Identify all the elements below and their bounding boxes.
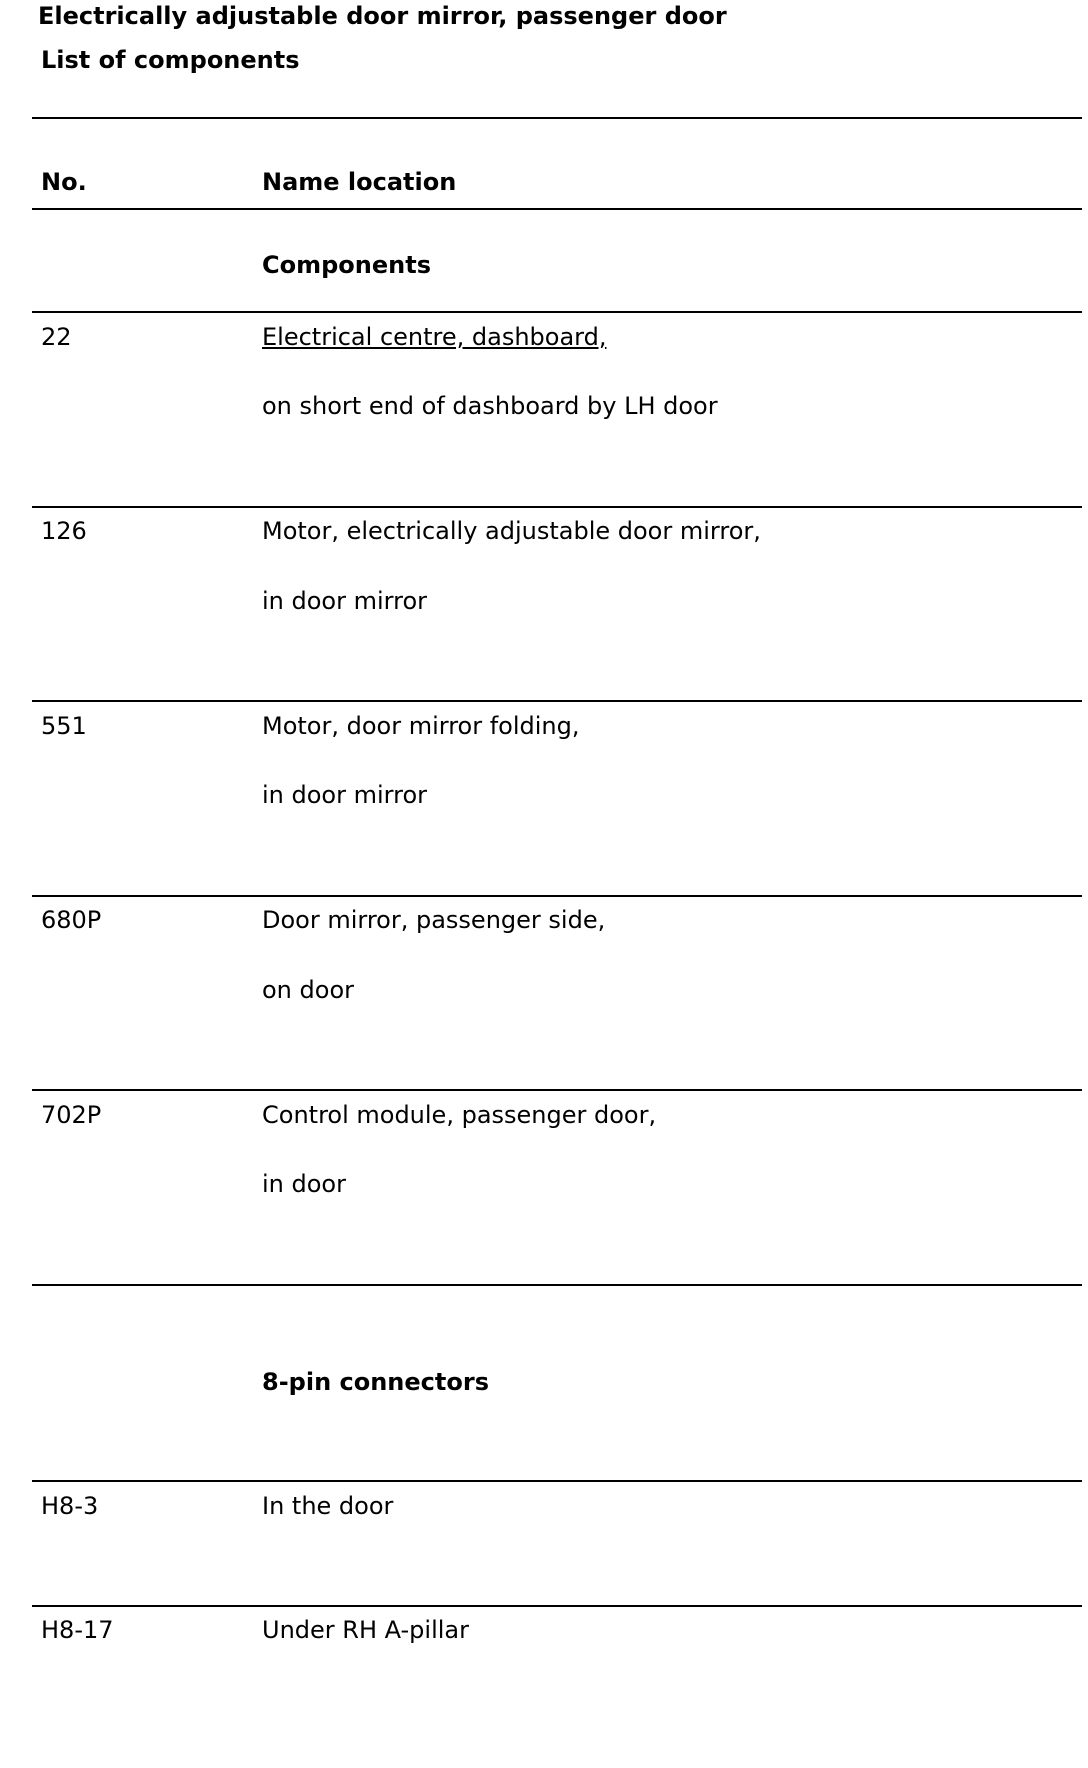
row-location: on door: [262, 976, 354, 1004]
row-location: in door: [262, 1170, 346, 1198]
divider: [32, 117, 1082, 119]
row-name: Under RH A-pillar: [262, 1616, 469, 1644]
row-no: 22: [41, 323, 72, 351]
row-no: 551: [41, 712, 87, 740]
row-no: 702P: [41, 1101, 102, 1129]
row-no: 680P: [41, 906, 102, 934]
row-name: Motor, electrically adjustable door mirr…: [262, 517, 761, 545]
row-location: on short end of dashboard by LH door: [262, 392, 718, 420]
row-name: In the door: [262, 1492, 394, 1520]
column-header-no: No.: [41, 168, 87, 196]
divider: [32, 895, 1082, 897]
row-location: in door mirror: [262, 781, 427, 809]
row-no: H8-3: [41, 1492, 99, 1520]
divider: [32, 208, 1082, 210]
divider: [32, 506, 1082, 508]
divider: [32, 1480, 1082, 1482]
row-no: H8-17: [41, 1616, 114, 1644]
row-no: 126: [41, 517, 87, 545]
row-name: Door mirror, passenger side,: [262, 906, 606, 934]
section-heading-components: Components: [262, 251, 431, 279]
divider: [32, 1605, 1082, 1607]
divider: [32, 1089, 1082, 1091]
section-heading-8-pin-connectors: 8-pin connectors: [262, 1368, 489, 1396]
row-name: Motor, door mirror folding,: [262, 712, 580, 740]
divider: [32, 311, 1082, 313]
document-subtitle: List of components: [41, 46, 300, 74]
document-title: Electrically adjustable door mirror, pas…: [38, 2, 727, 30]
divider: [32, 1284, 1082, 1286]
row-name-link[interactable]: Electrical centre, dashboard,: [262, 323, 607, 351]
column-header-name-location: Name location: [262, 168, 457, 196]
divider: [32, 700, 1082, 702]
row-location: in door mirror: [262, 587, 427, 615]
row-name: Control module, passenger door,: [262, 1101, 657, 1129]
